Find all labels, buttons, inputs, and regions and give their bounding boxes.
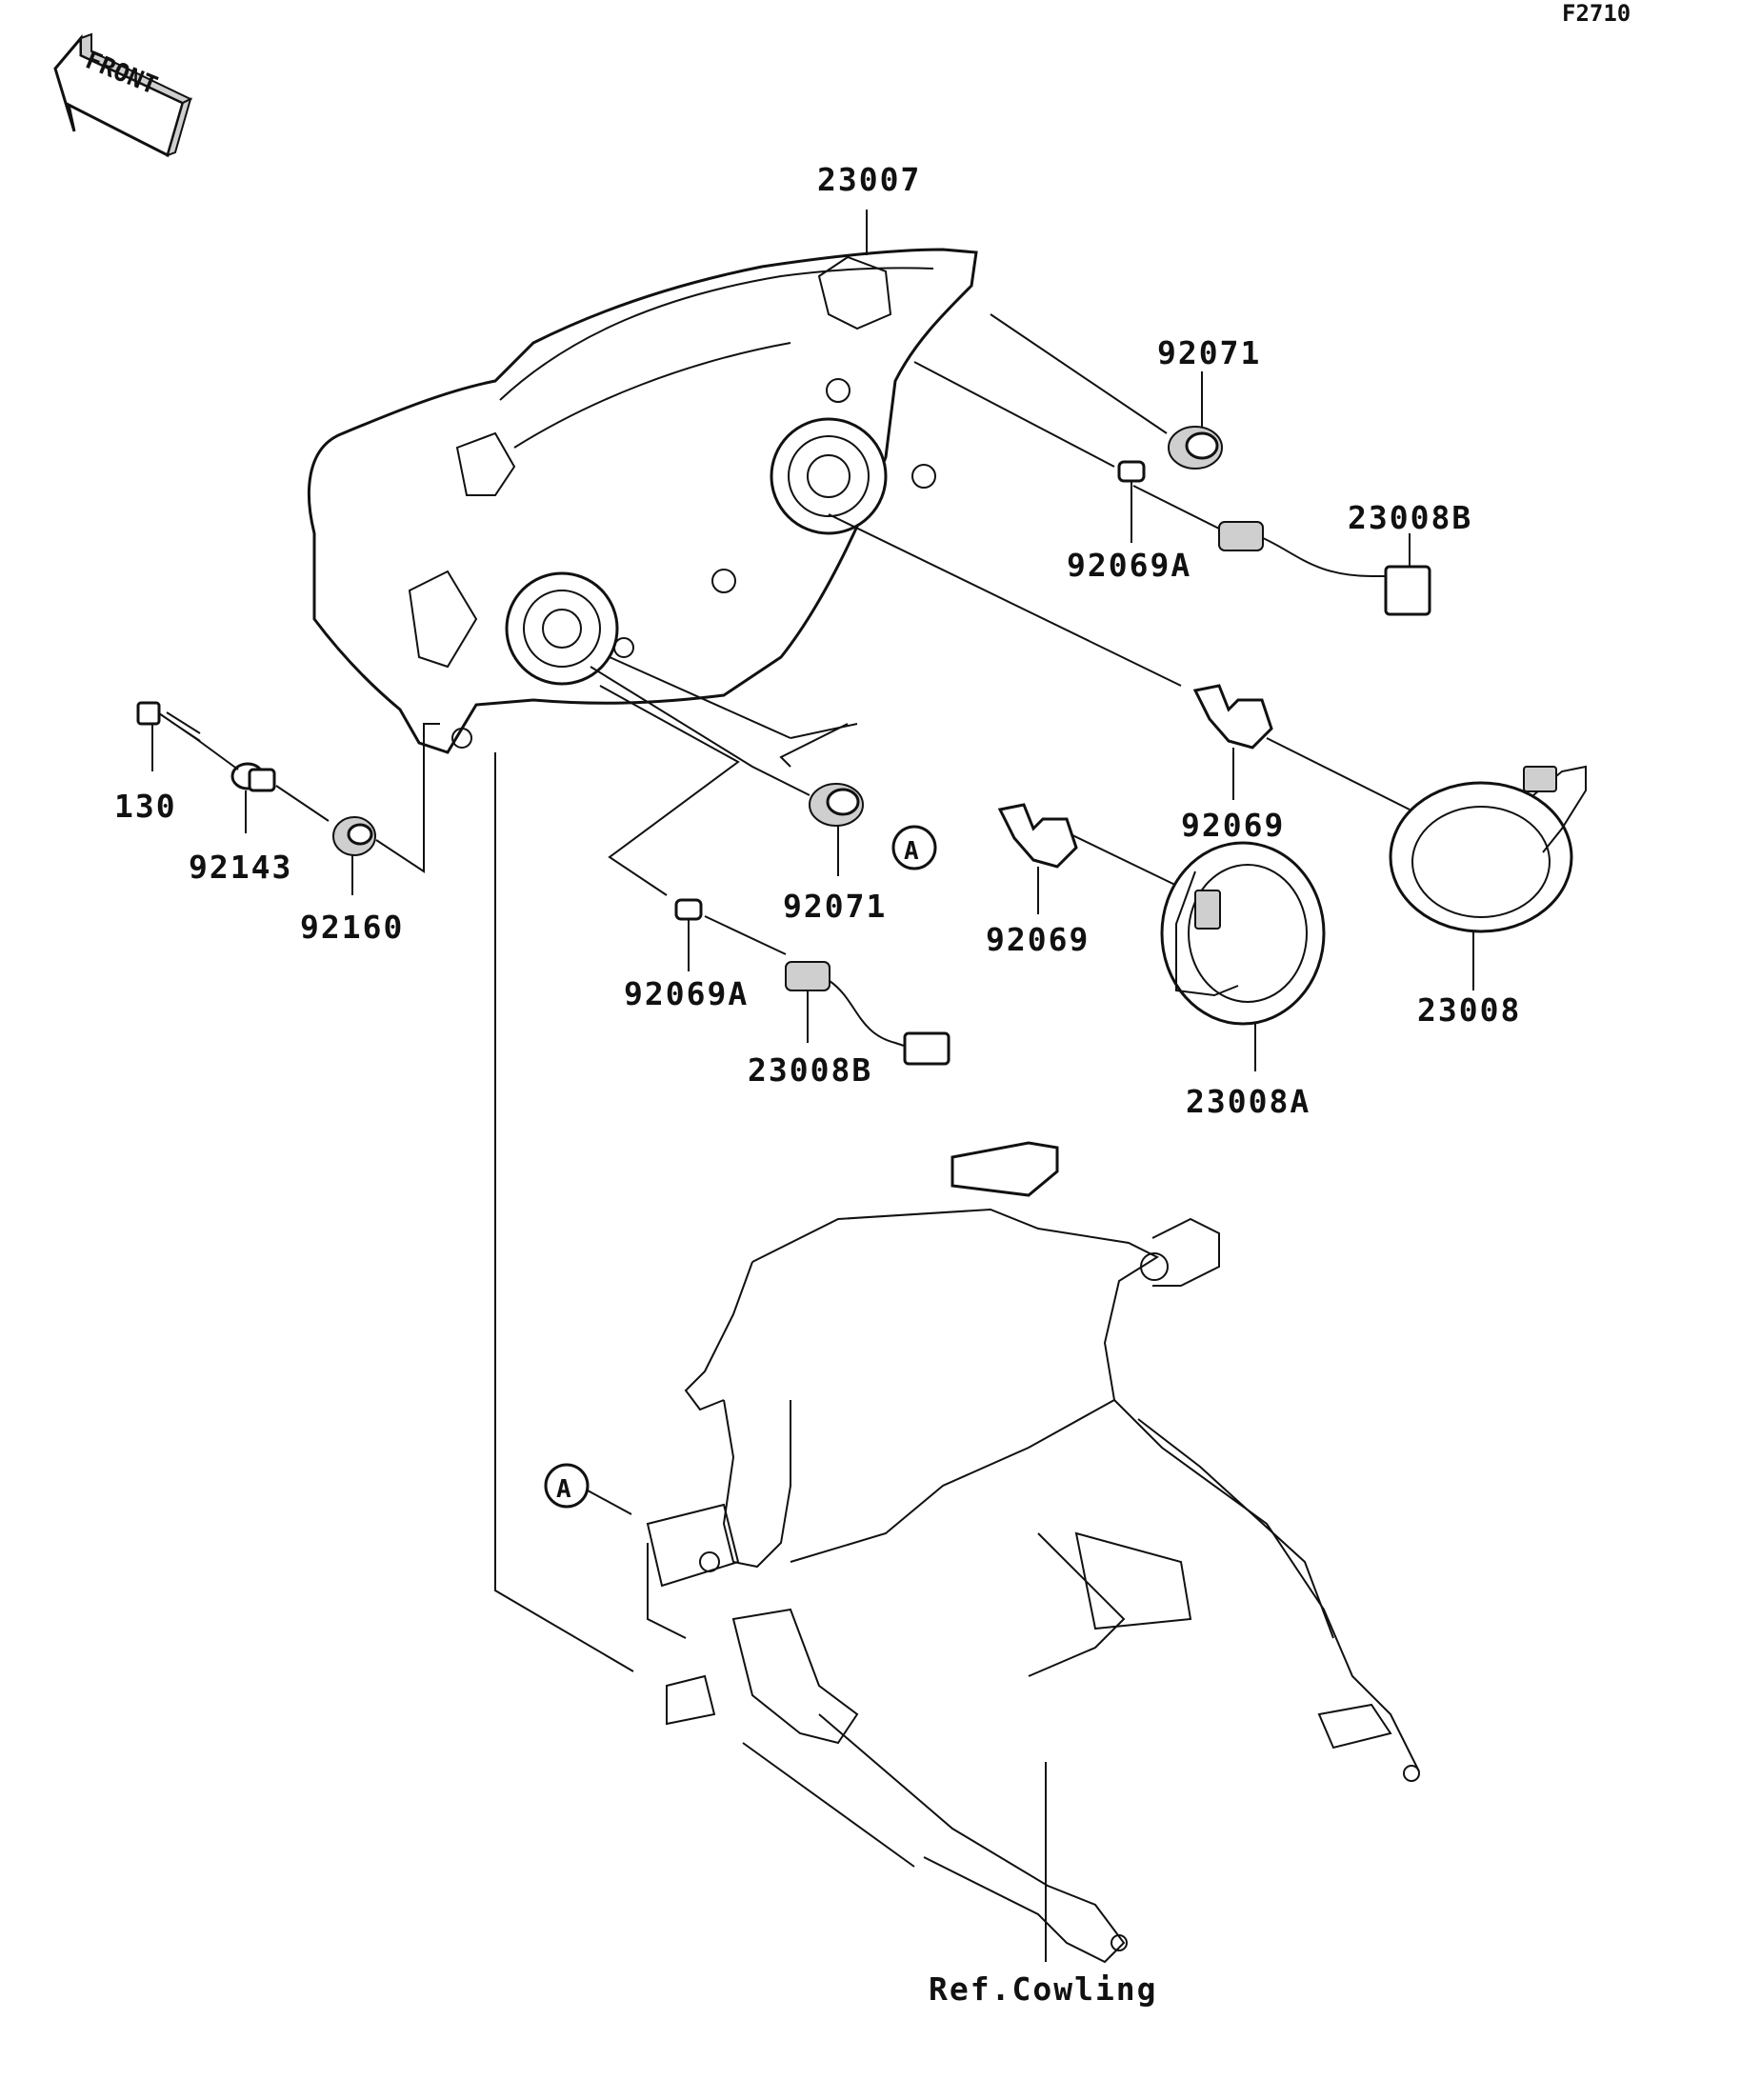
label-130: 130 bbox=[114, 788, 177, 825]
cowling-stay bbox=[646, 1141, 1420, 1964]
label-92069A-upper: 92069A bbox=[1067, 547, 1191, 584]
diagram-code: F2710 bbox=[1562, 0, 1631, 27]
label-92069A-lower: 92069A bbox=[624, 975, 749, 1012]
label-23008: 23008 bbox=[1417, 991, 1521, 1029]
label-23008A: 23008A bbox=[1186, 1083, 1311, 1120]
svg-text:A: A bbox=[904, 837, 921, 866]
label-23008B-lower: 23008B bbox=[748, 1051, 872, 1089]
socket-upper bbox=[1218, 521, 1431, 616]
cover-left bbox=[1160, 841, 1326, 1026]
bulb-main-right bbox=[1192, 684, 1273, 750]
label-23007: 23007 bbox=[817, 161, 921, 198]
bolt bbox=[136, 701, 201, 742]
label-23008B-upper: 23008B bbox=[1348, 499, 1472, 536]
damper bbox=[332, 816, 376, 856]
label-92143: 92143 bbox=[189, 849, 292, 886]
grommet-upper bbox=[1168, 426, 1223, 470]
bulb-small-upper bbox=[1117, 460, 1146, 483]
bulb-small-lower bbox=[674, 898, 703, 921]
label-92071-lower: 92071 bbox=[783, 888, 887, 925]
callout-a-upper: A bbox=[891, 825, 937, 870]
label-92160: 92160 bbox=[300, 909, 404, 946]
bulb-main-left bbox=[997, 803, 1078, 869]
collar bbox=[230, 762, 276, 792]
headlight-assembly bbox=[307, 248, 978, 754]
socket-lower bbox=[785, 961, 951, 1066]
front-arrow-icon: FRONT bbox=[53, 32, 193, 158]
label-92071-upper: 92071 bbox=[1157, 334, 1261, 371]
cover-right bbox=[1389, 765, 1587, 933]
svg-text:A: A bbox=[556, 1475, 573, 1504]
callout-a-lower: A bbox=[544, 1463, 590, 1509]
label-92069-right: 92069 bbox=[1181, 807, 1285, 844]
grommet-lower bbox=[809, 783, 864, 827]
ref-cowling-label: Ref.Cowling bbox=[929, 1970, 1158, 2008]
label-92069-left: 92069 bbox=[986, 921, 1090, 958]
